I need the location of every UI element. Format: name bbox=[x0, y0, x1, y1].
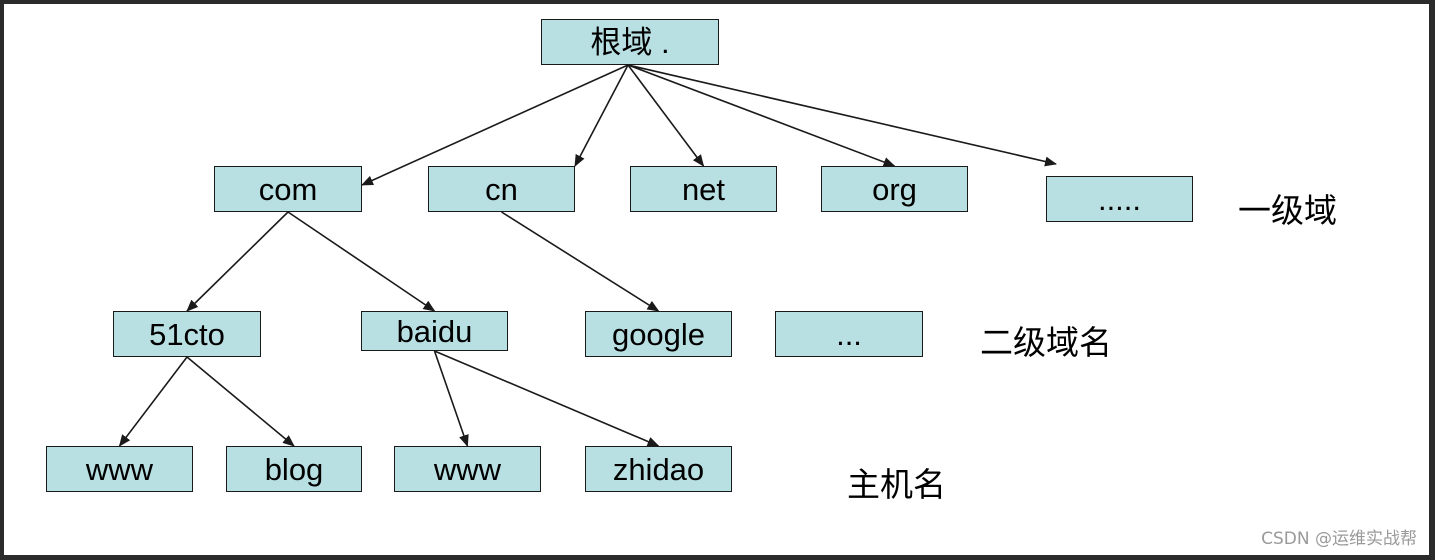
tld-label-net: net bbox=[681, 171, 726, 207]
edge-c51cto-to-www1 bbox=[118, 356, 188, 447]
level-label-second-level: 二级域名 bbox=[980, 323, 1112, 362]
edge-c51cto-to-blog bbox=[186, 356, 295, 447]
edge-layer bbox=[118, 64, 1057, 447]
host-label-www-51cto: www bbox=[85, 451, 154, 487]
edge-com-to-c51cto bbox=[186, 211, 289, 312]
root-domain-label: 根域 . bbox=[590, 24, 670, 60]
sld-node-google: google bbox=[585, 311, 732, 357]
host-node-zhidao: zhidao bbox=[585, 446, 732, 492]
tld-label-com: com bbox=[258, 171, 318, 207]
edge-cn-to-google bbox=[501, 211, 660, 312]
edge-root-to-com bbox=[361, 64, 629, 186]
tld-node-more: ..... bbox=[1046, 176, 1193, 222]
sld-label-51cto: 51cto bbox=[149, 316, 225, 352]
root-domain-node: 根域 . bbox=[541, 19, 719, 65]
host-label-www-baidu: www bbox=[433, 451, 502, 487]
sld-label-google: google bbox=[611, 316, 706, 352]
tld-label-org: org bbox=[872, 171, 917, 207]
csdn-watermark: CSDN @运维实战帮 bbox=[1261, 529, 1417, 549]
tld-node-com: com bbox=[214, 166, 362, 212]
host-node-blog: blog bbox=[226, 446, 362, 492]
tld-label-cn: cn bbox=[485, 171, 518, 207]
host-node-www-baidu: www bbox=[394, 446, 541, 492]
edge-root-to-cn bbox=[574, 64, 629, 167]
sld-node-51cto: 51cto bbox=[113, 311, 261, 357]
tld-label-more: ..... bbox=[1097, 181, 1142, 217]
edge-baidu-to-www2 bbox=[433, 350, 469, 447]
dns-hierarchy-diagram: 根域 . com cn net org ..... 51cto baidu go… bbox=[4, 4, 1429, 555]
level-label-top-level: 一级域 bbox=[1238, 191, 1337, 230]
sld-label-baidu: baidu bbox=[396, 313, 473, 349]
edge-com-to-baidu bbox=[287, 211, 436, 312]
sld-label-more: ... bbox=[836, 316, 862, 352]
edge-baidu-to-zhidao bbox=[434, 350, 660, 447]
edge-root-to-net bbox=[627, 64, 705, 167]
edge-root-to-org bbox=[627, 64, 896, 167]
tld-node-org: org bbox=[821, 166, 968, 212]
sld-node-baidu: baidu bbox=[361, 311, 508, 351]
sld-node-more: ... bbox=[775, 311, 923, 357]
host-node-www-51cto: www bbox=[46, 446, 193, 492]
host-label-zhidao: zhidao bbox=[612, 451, 705, 487]
edge-root-to-tld_more bbox=[627, 64, 1057, 167]
tld-node-net: net bbox=[630, 166, 777, 212]
tld-node-cn: cn bbox=[428, 166, 575, 212]
level-label-host: 主机名 bbox=[847, 465, 946, 504]
host-label-blog: blog bbox=[264, 451, 324, 487]
